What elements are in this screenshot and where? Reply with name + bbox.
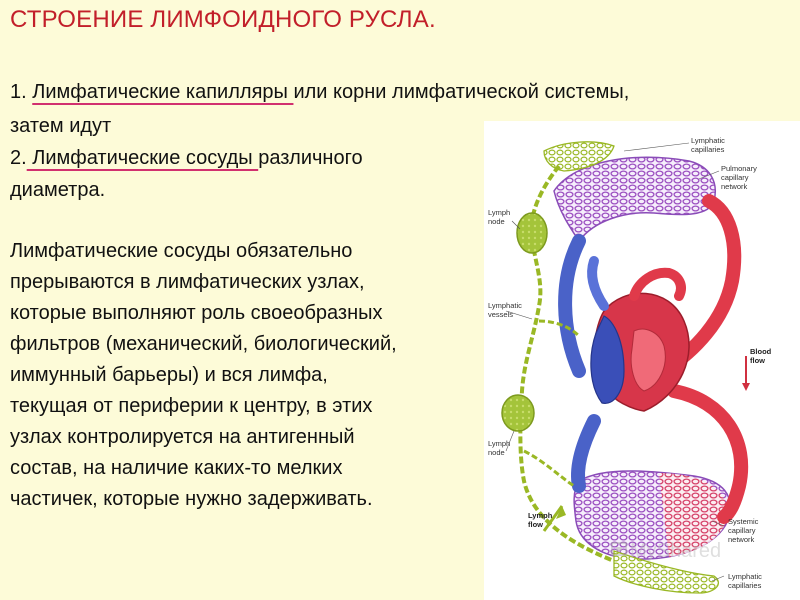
- paragraph-line: частичек, которые нужно задерживать.: [10, 488, 373, 510]
- lymphatic-vessel-branch: [523, 449, 575, 488]
- watermark-text: MyShared: [630, 540, 721, 562]
- lymph-flow-arrow: [542, 505, 564, 532]
- item-two-rest: различного: [258, 147, 363, 169]
- item-one-rest: или корни лимфатической системы,: [293, 81, 630, 103]
- label-blood-flow: flow: [750, 356, 765, 365]
- slide-title: СТРОЕНИЕ ЛИМФОИДНОГО РУСЛА.: [10, 6, 436, 33]
- label-pulmonary-network: Pulmonary: [721, 164, 757, 173]
- item-one-underlined: Лимфатические капилляры: [32, 81, 294, 103]
- label-lymphatic-capillaries-top: Lymphatic: [691, 136, 725, 145]
- venous-vessel: [558, 234, 586, 378]
- lymphatic-system-diagram: Lymphatic capillaries Pulmonary capillar…: [484, 121, 800, 600]
- label-lymph-node-top: Lymph: [488, 208, 510, 217]
- lymphatic-capillaries-bottom: [613, 550, 719, 594]
- label-lymphatic-capillaries-top: capillaries: [691, 145, 725, 154]
- label-lymph-node-bottom: Lymph: [488, 439, 510, 448]
- lymphatic-capillaries-top: [543, 141, 615, 172]
- description-paragraph: Лимфатические сосуды обязательно прерыва…: [10, 236, 490, 515]
- paragraph-line: узлах контролируется на антигенный: [10, 426, 355, 448]
- label-systemic-network: network: [728, 535, 755, 544]
- label-lymph-flow: flow: [528, 520, 543, 529]
- paragraph-line: прерываются в лимфатических узлах,: [10, 271, 365, 293]
- item-two-number: 2.: [10, 147, 27, 169]
- item-two-line: 2. Лимфатические сосуды различного: [10, 145, 363, 171]
- item-one-line: 1. Лимфатические капилляры или корни лим…: [10, 79, 629, 105]
- label-lymphatic-capillaries-bottom: Lymphatic: [728, 572, 762, 581]
- item-one-number: 1.: [10, 81, 33, 103]
- label-pulmonary-network: capillary: [721, 173, 749, 182]
- label-lymphatic-capillaries-bottom: capillaries: [728, 581, 762, 590]
- paragraph-line: состав, на наличие каких-то мелких: [10, 457, 343, 479]
- label-pulmonary-network: network: [721, 182, 748, 191]
- label-systemic-network: Systemic: [728, 517, 759, 526]
- label-lymphatic-vessels: vessels: [488, 310, 513, 319]
- item-two-underlined: Лимфатические сосуды: [26, 147, 259, 169]
- label-lymph-node-top: node: [488, 217, 505, 226]
- label-lymph-node-bottom: node: [488, 448, 505, 457]
- paragraph-line: Лимфатические сосуды обязательно: [10, 240, 353, 262]
- paragraph-line: иммунный барьеры) и вся лимфа,: [10, 364, 328, 386]
- diagram-svg: Lymphatic capillaries Pulmonary capillar…: [488, 136, 772, 594]
- label-blood-flow: Blood: [750, 347, 772, 356]
- pulmonary-capillary-network: [553, 156, 716, 243]
- lymphatic-vessel-branch: [538, 319, 581, 338]
- label-systemic-network: capillary: [728, 526, 756, 535]
- item-two-continuation: диаметра.: [10, 179, 106, 201]
- label-lymphatic-vessels: Lymphatic: [488, 301, 522, 310]
- watermark: MyShared: [611, 540, 721, 562]
- lymph-node-top: [516, 212, 548, 254]
- paragraph-line: которые выполняют роль своеобразных: [10, 302, 383, 324]
- lymph-node-bottom: [501, 394, 535, 432]
- paragraph-line: фильтров (механический, биологический,: [10, 333, 397, 355]
- item-one-continuation: затем идут: [10, 115, 112, 137]
- systemic-network-red-side: [659, 473, 729, 557]
- arterial-vessel-lower: [667, 384, 749, 524]
- venous-vessel-lower: [570, 414, 601, 493]
- label-lymph-flow: Lymph: [528, 511, 553, 520]
- heart: [587, 256, 690, 412]
- paragraph-line: текущая от периферии к центру, в этих: [10, 395, 373, 417]
